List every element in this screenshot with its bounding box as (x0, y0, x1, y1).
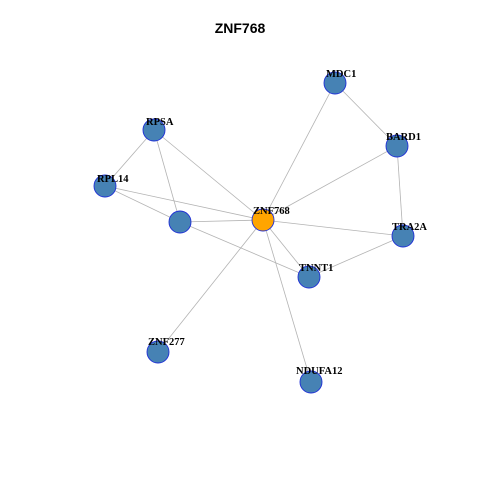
edge-unlabeled-znf768 (179, 219, 264, 223)
node-label-znf277: ZNF277 (148, 337, 185, 348)
node-znf277 (146, 340, 170, 364)
node-label-znf768: ZNF768 (253, 206, 290, 217)
edge-rpl14-znf768 (104, 185, 264, 221)
node-label-tnnt1: TNNT1 (299, 263, 333, 274)
node-label-bard1: BARD1 (386, 132, 421, 143)
node-label-tra2a: TRA2A (392, 222, 427, 233)
node-znf768 (251, 208, 275, 232)
node-label-rpl14: RPL14 (97, 174, 129, 185)
edge-rpsa-znf768 (153, 129, 264, 221)
edge-unlabeled-tnnt1 (179, 221, 310, 278)
edge-znf768-znf277 (157, 219, 264, 353)
node-rpsa (142, 118, 166, 142)
edge-mdc1-bard1 (334, 82, 398, 147)
edge-rpl14-unlabeled (104, 185, 181, 223)
node-label-rpsa: RPSA (146, 117, 174, 128)
edge-znf768-tnnt1 (262, 219, 310, 278)
node-mdc1 (323, 71, 347, 95)
edge-znf768-ndufa12 (262, 219, 312, 383)
edge-bard1-tra2a (396, 145, 404, 237)
edge-bard1-znf768 (262, 145, 398, 221)
edge-tnnt1-tra2a (308, 235, 404, 278)
edge-layer (104, 82, 404, 383)
node-rpl14 (93, 174, 117, 198)
node-unlabeled (168, 210, 192, 234)
node-label-ndufa12: NDUFA12 (296, 366, 342, 377)
edge-rpsa-rpl14 (104, 129, 155, 187)
node-bard1 (385, 134, 409, 158)
edge-rpsa-unlabeled (153, 129, 181, 223)
node-tnnt1 (297, 265, 321, 289)
graph-title: ZNF768 (214, 20, 266, 36)
edge-mdc1-znf768 (262, 82, 336, 221)
edge-znf768-tra2a (262, 219, 404, 237)
node-ndufa12 (299, 370, 323, 394)
node-label-mdc1: MDC1 (326, 69, 356, 80)
node-tra2a (391, 224, 415, 248)
